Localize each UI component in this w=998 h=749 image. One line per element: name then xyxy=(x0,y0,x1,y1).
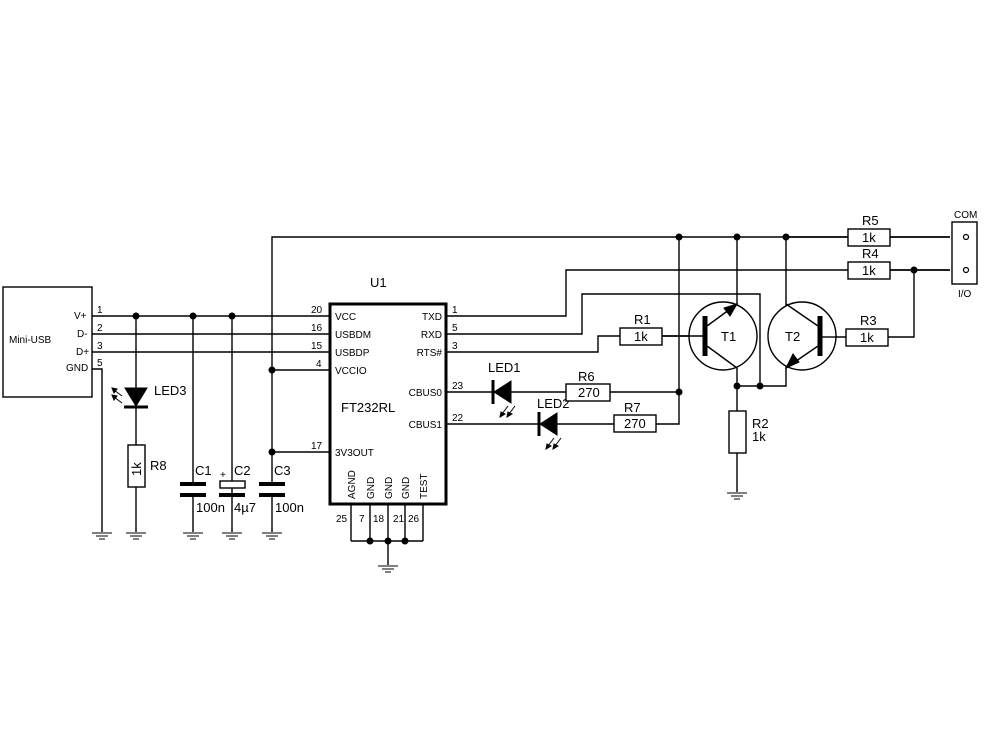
ic-pin-num: 4 xyxy=(316,359,322,370)
r5-ref: R5 xyxy=(862,213,879,228)
ic-pin-name: TXD xyxy=(422,312,442,323)
wires xyxy=(92,236,950,565)
r1-ref: R1 xyxy=(634,312,651,327)
resistor-r8: 1k R8 xyxy=(127,444,167,488)
t1-label: T1 xyxy=(721,329,736,344)
led1-label: LED1 xyxy=(488,360,521,375)
c2-ref: C2 xyxy=(234,463,251,478)
capacitor-c2: + C2 4µ7 xyxy=(219,463,256,515)
ic-pin-num: 3 xyxy=(452,341,458,352)
led3: LED3 xyxy=(111,383,187,409)
usb-pin-num: 5 xyxy=(97,358,103,369)
c2-value: 4µ7 xyxy=(234,500,256,515)
resistor-r4: 1k R4 xyxy=(847,246,891,280)
ic-pin-name: VCCIO xyxy=(335,366,367,377)
resistor-r7: 270 R7 xyxy=(613,400,657,433)
usb-pin-num: 3 xyxy=(97,341,103,352)
ic-pin-name: 3V3OUT xyxy=(335,448,374,459)
ic-u1: U1 FT232RL VCC USBDM USBDP VCCIO 3V3OUT … xyxy=(311,275,464,525)
ic-pin-num: 18 xyxy=(373,514,385,525)
ic-pin-num: 15 xyxy=(311,341,323,352)
ic-pin-name: GND xyxy=(384,477,395,499)
r7-value: 270 xyxy=(624,416,646,431)
ic-pin-name: USBDP xyxy=(335,348,370,359)
r4-value: 1k xyxy=(862,263,876,278)
transistor-t2: T2 xyxy=(767,301,837,371)
ic-pin-name: RTS# xyxy=(417,348,443,359)
r8-ref: R8 xyxy=(150,458,167,473)
usb-pin-num: 2 xyxy=(97,323,103,334)
transistor-t1: T1 xyxy=(687,301,758,371)
usb-name: Mini-USB xyxy=(9,335,52,346)
led3-label: LED3 xyxy=(154,383,187,398)
connector-bottom-label: I/O xyxy=(958,289,972,300)
ic-pin-num: 1 xyxy=(452,305,458,316)
ic-pin-num: 20 xyxy=(311,305,323,316)
c1-value: 100n xyxy=(196,500,225,515)
ic-pin-name: GND xyxy=(366,477,377,499)
ic-pin-name: VCC xyxy=(335,312,356,323)
led1: LED1 xyxy=(488,360,528,419)
ic-pin-num: 21 xyxy=(393,514,405,525)
ic-pin-name: USBDM xyxy=(335,330,371,341)
usb-pin-name: GND xyxy=(66,363,88,374)
ic-pin-num: 23 xyxy=(452,381,464,392)
ic-pin-name: CBUS1 xyxy=(409,420,443,431)
capacitor-c3: C3 100n xyxy=(257,463,304,515)
resistor-r5: 1k R5 xyxy=(847,213,891,247)
junction-dots xyxy=(132,233,918,545)
ic-ref: U1 xyxy=(370,275,387,290)
ic-pin-name: RXD xyxy=(421,330,442,341)
usb-pin-name: D+ xyxy=(76,347,89,358)
connector-top-label: COM xyxy=(954,210,977,221)
resistor-r3: 1k R3 xyxy=(845,313,889,347)
r3-ref: R3 xyxy=(860,313,877,328)
c1-ref: C1 xyxy=(195,463,212,478)
c2-polarity: + xyxy=(220,470,226,481)
resistor-r2: R2 1k xyxy=(728,410,769,454)
ic-pin-num: 17 xyxy=(311,441,323,452)
r2-ref: R2 xyxy=(752,416,769,431)
r7-ref: R7 xyxy=(624,400,641,415)
c3-ref: C3 xyxy=(274,463,291,478)
ic-pin-num: 25 xyxy=(336,514,348,525)
capacitor-c1: C1 100n xyxy=(178,463,225,515)
ic-part: FT232RL xyxy=(341,400,395,415)
resistor-r6: 270 R6 xyxy=(565,369,611,402)
r3-value: 1k xyxy=(860,330,874,345)
c3-value: 100n xyxy=(275,500,304,515)
ic-pin-num: 5 xyxy=(452,323,458,334)
r2-value: 1k xyxy=(752,429,766,444)
com-connector: COM I/O xyxy=(951,210,978,300)
r8-value: 1k xyxy=(129,462,144,476)
r4-ref: R4 xyxy=(862,246,879,261)
usb-pin-name: V+ xyxy=(74,311,87,322)
ic-pin-name: CBUS0 xyxy=(409,388,443,399)
usb-pin-num: 1 xyxy=(97,305,103,316)
led2-label: LED2 xyxy=(537,396,570,411)
r1-value: 1k xyxy=(634,329,648,344)
t2-label: T2 xyxy=(785,329,800,344)
ic-pin-num: 16 xyxy=(311,323,323,334)
ic-pin-name: GND xyxy=(401,477,412,499)
r5-value: 1k xyxy=(862,230,876,245)
led2: LED2 xyxy=(537,396,574,451)
r6-ref: R6 xyxy=(578,369,595,384)
resistor-r1: 1k R1 xyxy=(619,312,663,346)
usb-pin-name: D- xyxy=(77,329,88,340)
r6-value: 270 xyxy=(578,385,600,400)
mini-usb-connector: Mini-USB V+ D- D+ GND 1 2 3 5 xyxy=(2,286,103,398)
ic-pin-name: AGND xyxy=(347,470,358,499)
ic-pin-name: TEST xyxy=(419,473,430,499)
ic-pin-num: 7 xyxy=(359,514,365,525)
ic-pin-num: 26 xyxy=(408,514,420,525)
ic-pin-num: 22 xyxy=(452,413,464,424)
